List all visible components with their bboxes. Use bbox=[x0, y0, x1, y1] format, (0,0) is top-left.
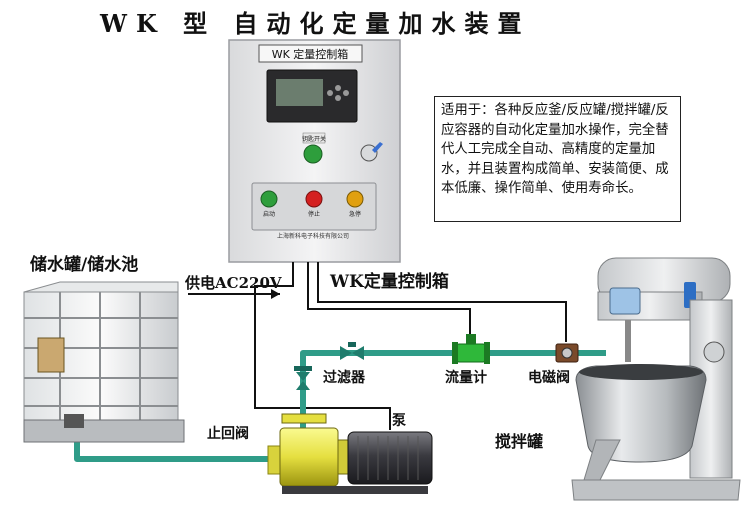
mixer bbox=[571, 257, 741, 501]
stop-button-label: 停止 bbox=[308, 210, 320, 218]
key-switch-label: 钥匙开关 bbox=[302, 135, 326, 143]
mixer-base bbox=[571, 479, 741, 501]
flowmeter-body bbox=[455, 343, 487, 363]
company-name: 上海新科电子科技有限公司 bbox=[277, 232, 349, 240]
control-cabinet: WK 定量控制箱 钥匙开关 启动 停止 急停 上海新科电子科技有限公司 bbox=[228, 39, 401, 263]
label-storage: 储水罐/储水池 bbox=[30, 254, 138, 275]
label-solenoid: 电磁阀 bbox=[528, 369, 570, 386]
pump-assembly bbox=[279, 413, 433, 494]
filter bbox=[340, 342, 364, 360]
check-valve bbox=[267, 445, 281, 475]
solenoid-valve bbox=[555, 343, 579, 363]
tank-warning-label bbox=[37, 337, 65, 373]
flowmeter bbox=[452, 334, 490, 364]
lock-key-icon bbox=[372, 142, 383, 153]
tank-pallet bbox=[23, 419, 185, 443]
flowmeter-sensor bbox=[466, 334, 476, 344]
pump-motor bbox=[347, 431, 433, 485]
outlet-valve bbox=[294, 366, 312, 390]
label-controller: WK定量控制箱 bbox=[329, 271, 449, 292]
estop-button-label: 急停 bbox=[349, 210, 361, 218]
controller-key-icon bbox=[335, 85, 341, 91]
label-power: 供电AC220V bbox=[184, 274, 282, 292]
start-button-label: 启动 bbox=[263, 210, 275, 218]
wiring bbox=[188, 262, 567, 430]
key-switch-icon bbox=[303, 144, 323, 164]
pump-coupling bbox=[337, 439, 349, 475]
controller-key-icon bbox=[335, 95, 341, 101]
power-arrow-head bbox=[271, 289, 280, 299]
start-button bbox=[260, 190, 278, 208]
label-pump: 泵 bbox=[392, 413, 406, 429]
stop-button bbox=[305, 190, 323, 208]
mixer-handwheel-icon bbox=[703, 341, 725, 363]
controller-display bbox=[276, 79, 323, 106]
label-filter: 过滤器 bbox=[323, 369, 366, 386]
pump-outlet-flange bbox=[281, 413, 327, 424]
storage-tank bbox=[23, 281, 185, 443]
page-title: WK 型 自动化定量加水装置 bbox=[100, 9, 531, 38]
label-flowmeter: 流量计 bbox=[445, 369, 487, 386]
pump-head bbox=[279, 427, 339, 487]
controller-key-icon bbox=[343, 90, 349, 96]
pump-base bbox=[282, 486, 428, 494]
key-switch-label-plate bbox=[302, 132, 326, 144]
wire-pump bbox=[254, 262, 391, 430]
wire-flowmeter bbox=[307, 262, 471, 336]
tank-outlet-valve bbox=[64, 414, 84, 428]
cabinet-nameplate: WK 定量控制箱 bbox=[272, 47, 349, 61]
cabinet-nameplate-frame bbox=[258, 44, 363, 63]
mixer-bowl bbox=[575, 365, 707, 463]
description-box: 适用于：各种反应釜/反应罐/搅拌罐/反应容器的自动化定量加水操作，完全替代人工完… bbox=[434, 96, 681, 222]
wire-solenoid bbox=[317, 262, 567, 342]
outlet-pipe bbox=[300, 350, 606, 430]
emergency-stop-button bbox=[346, 190, 364, 208]
check-valve-body bbox=[267, 445, 281, 475]
mixer-logo-plate bbox=[609, 287, 641, 315]
label-check-valve: 止回阀 bbox=[207, 425, 249, 442]
label-mixer: 搅拌罐 bbox=[495, 432, 543, 451]
controller-key-icon bbox=[327, 90, 333, 96]
